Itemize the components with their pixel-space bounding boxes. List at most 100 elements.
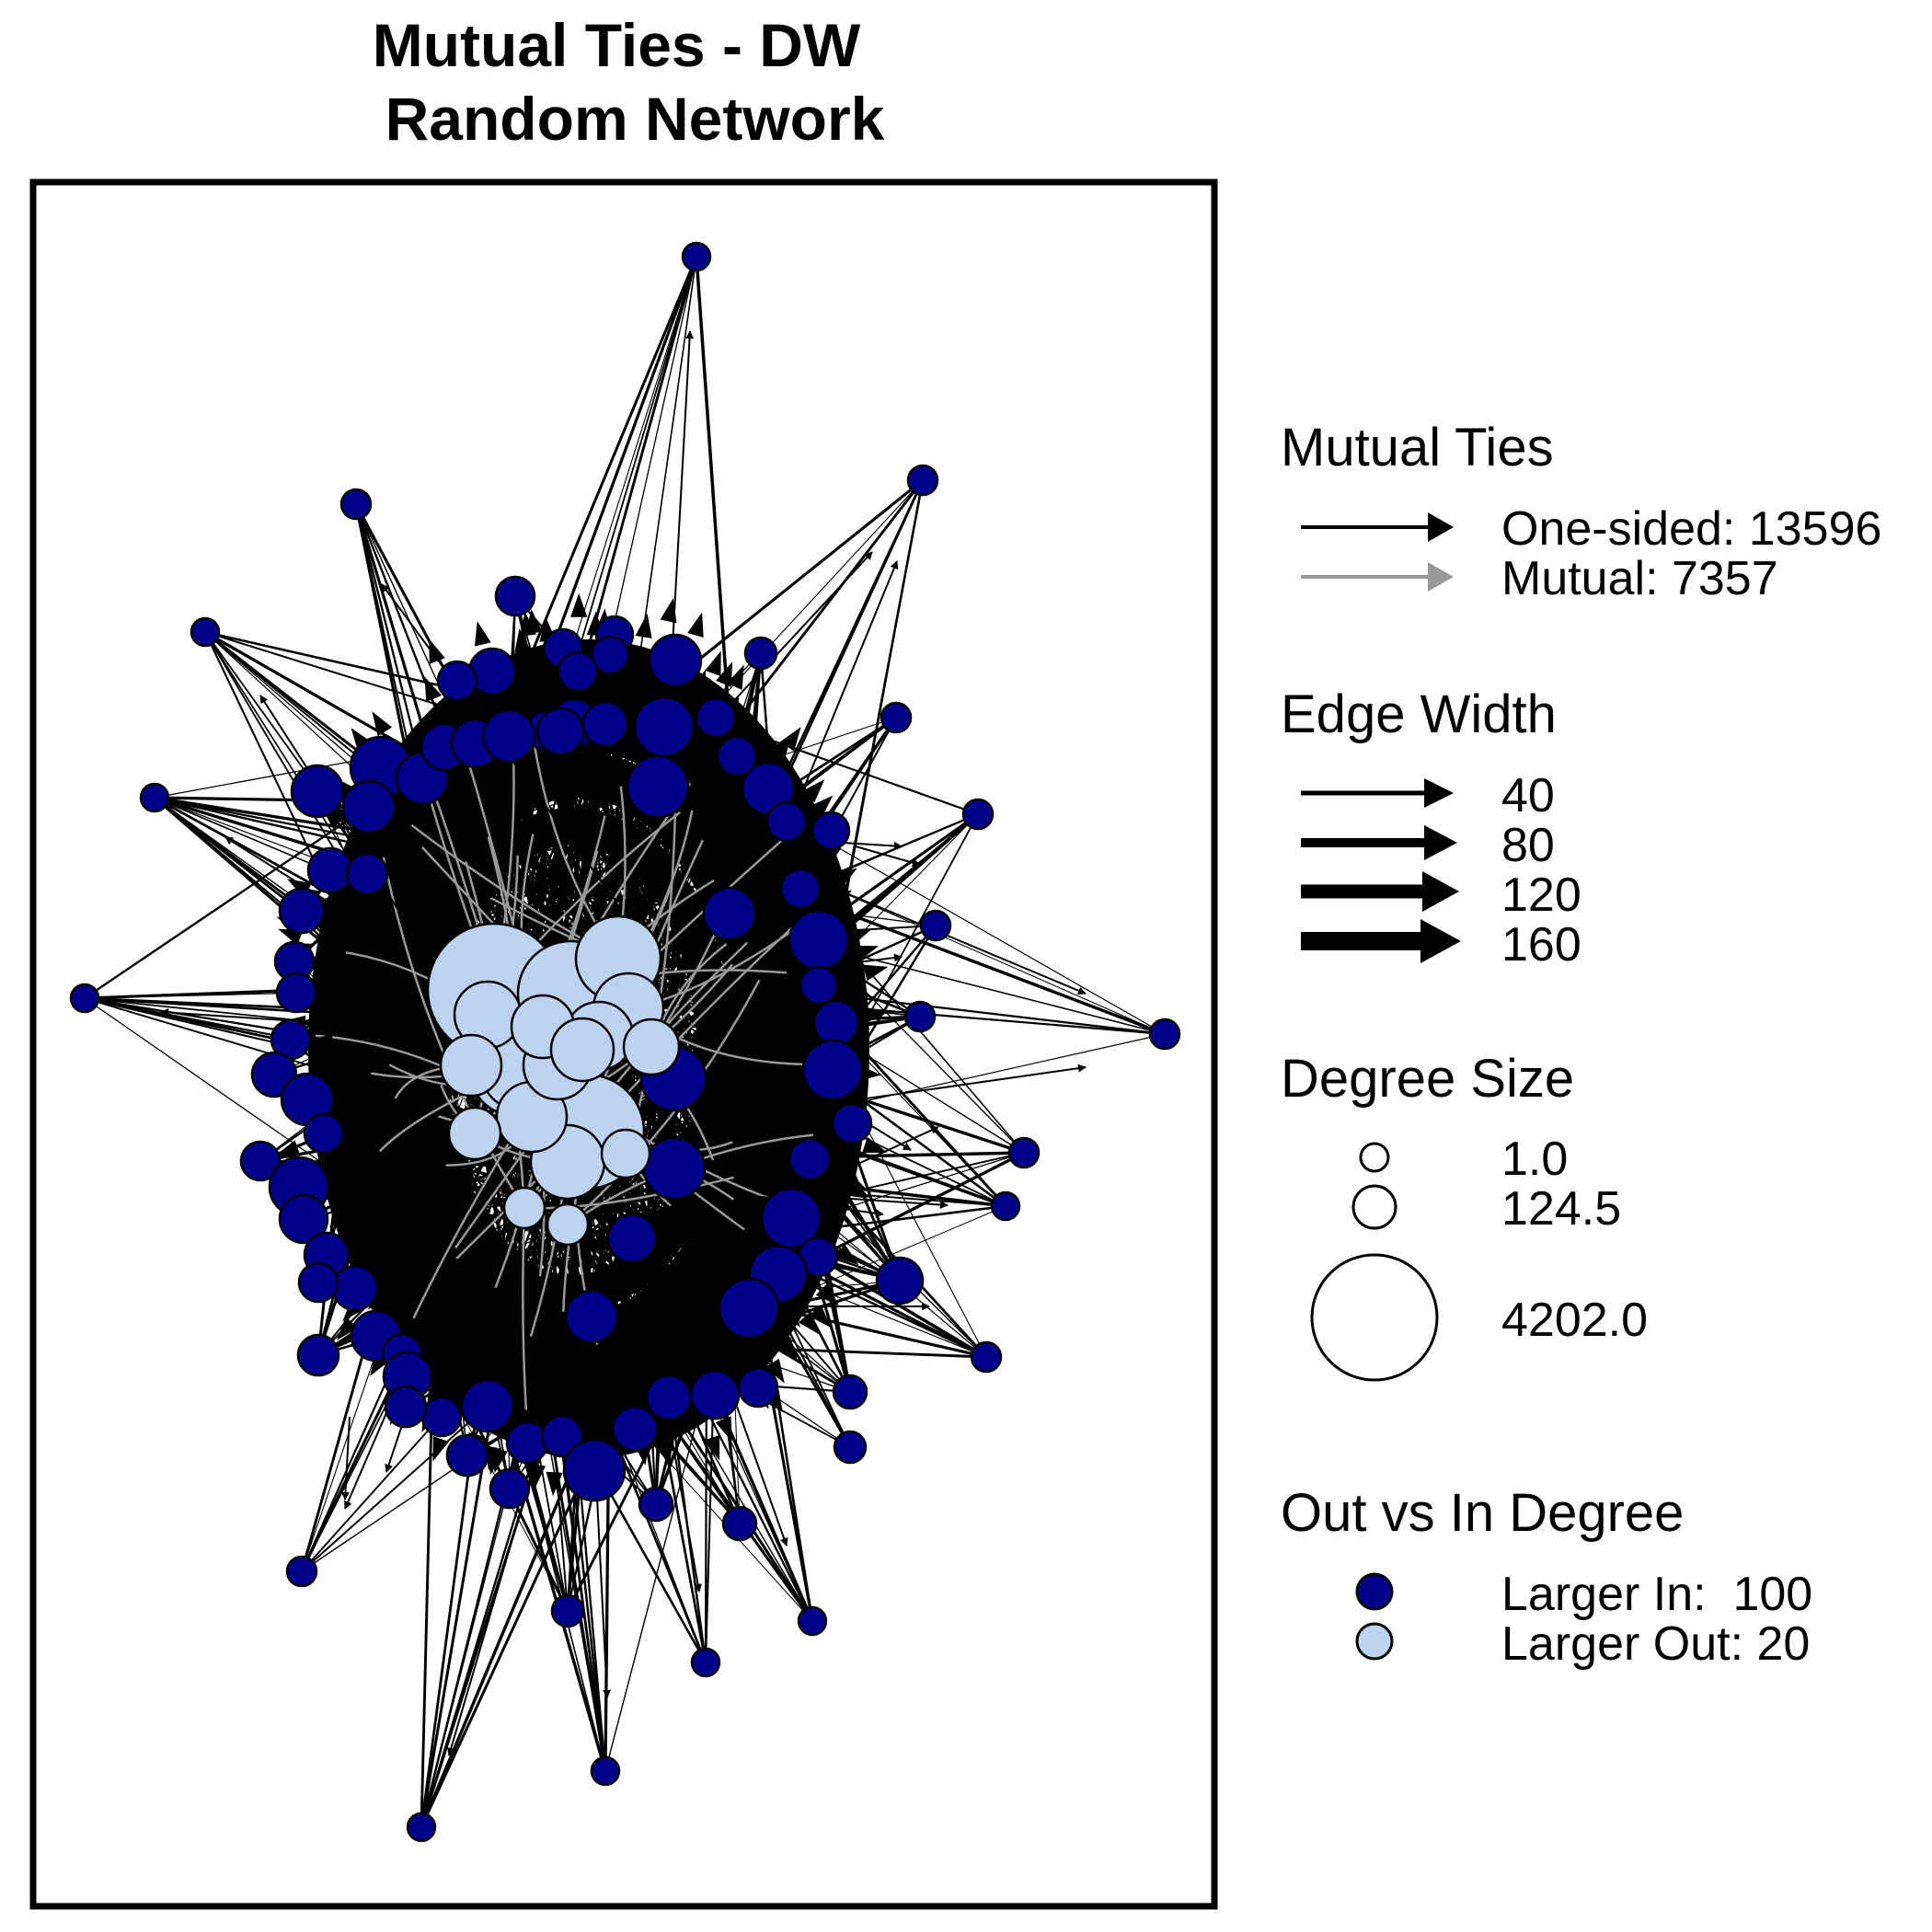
legend-width-160-label: 160 <box>1501 918 1581 972</box>
outward-arrow <box>340 1416 351 1501</box>
node-larger-in <box>702 886 757 941</box>
node-larger-in <box>690 1647 721 1678</box>
edge-arrowhead <box>715 1416 732 1442</box>
node-larger-in <box>648 633 703 688</box>
node-larger-in <box>903 1000 937 1033</box>
edge-arrowhead <box>528 1464 546 1489</box>
node-larger-in <box>642 1136 707 1201</box>
node-larger-in <box>689 1369 741 1420</box>
legend-width-160-arrowhead <box>1420 919 1461 963</box>
legend-size-small-label: 1.0 <box>1501 1133 1568 1186</box>
legend-size-large-circle <box>1310 1253 1439 1382</box>
node-larger-in <box>481 708 536 764</box>
figure-title-line1: Mutual Ties - DW <box>373 11 861 79</box>
outward-arrow <box>588 1333 612 1698</box>
node-larger-in <box>345 852 389 896</box>
node-larger-in <box>970 1340 1003 1374</box>
edge-arrowhead <box>827 890 853 910</box>
node-larger-in <box>718 1277 780 1340</box>
legend-width-80-arrowhead <box>1424 825 1457 860</box>
node-larger-out <box>600 1128 651 1179</box>
node-larger-in <box>716 735 758 777</box>
edge-arrowhead <box>336 1317 359 1340</box>
legend-width-80-label: 80 <box>1501 819 1555 872</box>
node-larger-in <box>919 909 952 942</box>
edge-arrowhead <box>340 1218 365 1240</box>
node-larger-in <box>779 868 822 910</box>
edge-arrowhead <box>487 1450 504 1476</box>
node-larger-in <box>626 754 690 819</box>
legend-mutual-ties: Mutual Ties One-sided: 13596 Mutual: 735… <box>1281 418 1881 605</box>
edge-arrowhead <box>660 598 677 624</box>
legend-width-120-label: 120 <box>1501 868 1581 922</box>
node-larger-in <box>590 635 630 675</box>
edge-arrowhead <box>299 1015 325 1032</box>
node-larger-in <box>384 1385 428 1429</box>
edge-arrowhead <box>801 779 825 803</box>
legend-width-40-label: 40 <box>1501 769 1555 822</box>
node-larger-in <box>406 1811 437 1843</box>
edge-arrowhead <box>798 1311 821 1336</box>
mutual-edge <box>567 979 761 1225</box>
legend-larger-out-swatch <box>1355 1622 1394 1661</box>
node-larger-in <box>833 1430 868 1465</box>
legend-degree-size-heading: Degree Size <box>1281 1049 1574 1109</box>
node-larger-in <box>306 846 354 894</box>
mutual-edge <box>522 1207 528 1410</box>
edge-arrowhead <box>716 661 733 687</box>
edge-arrowhead <box>475 621 491 647</box>
legend-out-vs-in: Out vs In Degree Larger In: 100 Larger O… <box>1281 1483 1812 1671</box>
node-larger-in <box>564 1289 619 1344</box>
edge-arrowhead <box>429 638 445 664</box>
edge-arrowhead <box>862 1136 888 1154</box>
figure-title-line2: Random Network <box>385 85 885 153</box>
edge-arrowhead <box>570 592 588 617</box>
legend-size-medium-label: 124.5 <box>1501 1182 1621 1236</box>
mutual-edge <box>382 857 526 1209</box>
legend-larger-in-swatch <box>1355 1572 1394 1611</box>
node-larger-in <box>590 1755 621 1787</box>
edge-arrowhead <box>704 1434 720 1461</box>
legend-one-sided-label: One-sided: 13596 <box>1501 502 1881 556</box>
node-larger-in <box>645 1374 693 1421</box>
node-larger-in <box>278 887 326 935</box>
legend-mutual-arrowhead <box>1428 562 1454 592</box>
node-larger-out <box>502 1186 546 1230</box>
edge-arrowhead <box>834 1244 859 1266</box>
node-larger-in <box>239 1140 282 1182</box>
edge-arrowhead <box>826 1185 853 1204</box>
node-larger-in <box>799 965 839 1006</box>
node-larger-in <box>831 1102 873 1144</box>
node-larger-in <box>581 700 629 748</box>
node-larger-in <box>278 1193 329 1245</box>
node-larger-in <box>331 1264 379 1312</box>
node-larger-in <box>765 800 808 843</box>
edge-arrowhead <box>778 1303 801 1328</box>
edge-arrowhead <box>815 1282 839 1306</box>
node-larger-in <box>633 696 696 758</box>
node-larger-out <box>546 1202 590 1247</box>
edge-arrowhead <box>328 1206 354 1227</box>
plot-frame <box>29 178 1218 1910</box>
edge-arrowhead <box>635 613 652 638</box>
node-larger-out <box>447 1106 502 1161</box>
edge-arrowhead <box>368 1285 390 1310</box>
edge-arrowhead <box>519 611 536 637</box>
legend-mutual-ties-heading: Mutual Ties <box>1281 418 1554 477</box>
legend-size-large-label: 4202.0 <box>1501 1294 1648 1347</box>
node-larger-in <box>420 1396 463 1438</box>
node-larger-in <box>721 1505 758 1542</box>
node-larger-out <box>622 1018 681 1076</box>
node-larger-out <box>439 1033 503 1098</box>
one-sided-edge <box>558 802 1166 1036</box>
outward-arrow <box>827 1064 1087 1105</box>
outward-arrow <box>160 1008 369 1027</box>
edge-arrowhead <box>690 669 707 696</box>
edge-arrowhead <box>514 627 532 653</box>
legend-size-small-circle <box>1359 1142 1390 1173</box>
legend-width-40-arrowhead <box>1424 778 1454 808</box>
node-larger-in <box>611 1405 659 1453</box>
edge-arrowhead <box>660 1420 676 1446</box>
node-larger-in <box>880 701 913 734</box>
node-larger-in <box>811 811 851 851</box>
